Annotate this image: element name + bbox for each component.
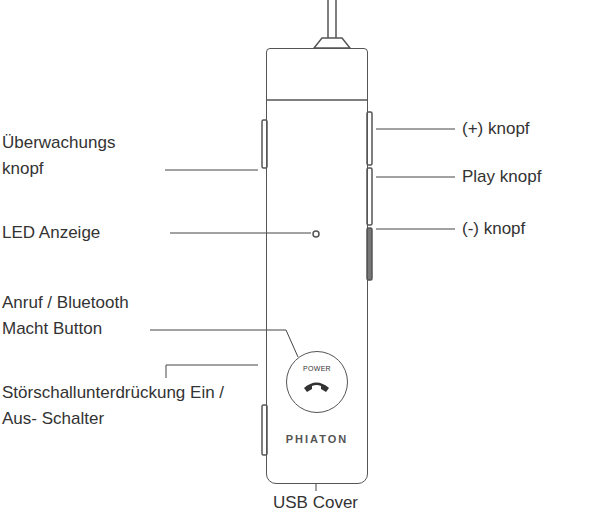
leader-line bbox=[316, 484, 317, 491]
power-button: POWER bbox=[286, 351, 348, 413]
part-label: (+) knopf bbox=[462, 116, 530, 142]
part-label: (-) knopf bbox=[462, 216, 525, 242]
part-label: USB Cover bbox=[273, 493, 358, 513]
leader-bracket bbox=[166, 365, 258, 378]
leader-line bbox=[376, 229, 455, 230]
leader-line bbox=[165, 170, 258, 171]
part-label: Störschallunterdrückung Ein / Aus- Schal… bbox=[2, 380, 227, 431]
button-label: POWER bbox=[287, 365, 347, 373]
part-label: LED Anzeige bbox=[2, 220, 100, 246]
strain-relief bbox=[314, 38, 350, 48]
part-label: Anruf / Bluetooth Macht Button bbox=[2, 290, 162, 341]
cable-line bbox=[335, 0, 337, 38]
brand-name: PHIATON bbox=[267, 433, 367, 446]
cable-line bbox=[327, 0, 329, 38]
leader-line bbox=[376, 129, 455, 130]
leader-line bbox=[150, 330, 298, 357]
led-dot bbox=[313, 231, 319, 237]
phone-icon bbox=[287, 352, 346, 411]
phone-icon-shape bbox=[304, 383, 329, 393]
leader-line bbox=[170, 233, 311, 234]
part-label: Überwachungs knopf bbox=[2, 130, 132, 181]
part-label: Play knopf bbox=[462, 164, 541, 190]
device-body: PHIATON POWER bbox=[266, 48, 368, 484]
leader-line bbox=[376, 177, 455, 178]
cap-separator bbox=[267, 99, 367, 101]
